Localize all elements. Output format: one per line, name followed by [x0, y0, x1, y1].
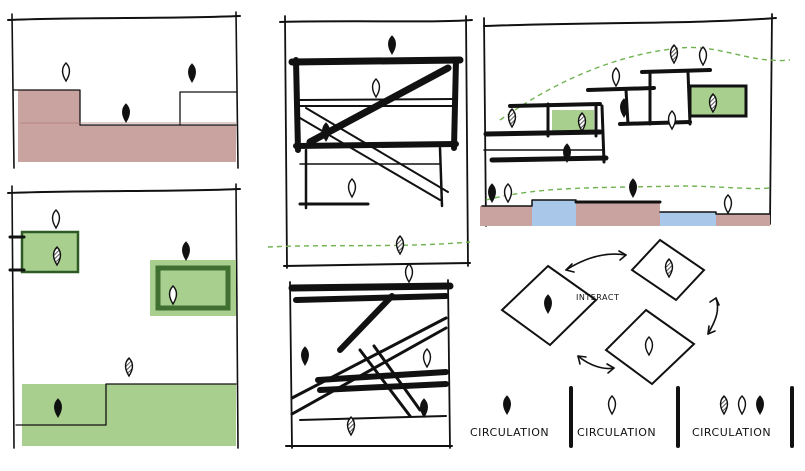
blue-block [532, 200, 576, 226]
legend-label: CIRCULATION [470, 426, 549, 439]
solid-figure-icon [122, 103, 130, 123]
outline-figure-icon [503, 183, 513, 203]
outline-figure-icon [723, 194, 733, 214]
solid-figure-icon [629, 178, 637, 198]
hatched-figure-icon [395, 235, 405, 255]
hatched-figure-icon [346, 416, 356, 436]
outline-figure-icon [371, 78, 381, 98]
legend: CIRCULATION CIRCULATION CIRCULATION [470, 386, 794, 448]
outline-figure-icon [347, 178, 357, 198]
outline-figure-icon [667, 110, 677, 130]
outline-figure-icon [422, 348, 432, 368]
outline-figure-icon [607, 395, 617, 415]
solid-figure-icon [301, 346, 309, 366]
brown-ground-high [18, 90, 80, 162]
solid-figure-icon [388, 35, 396, 55]
outline-figure-icon [611, 67, 621, 87]
hatched-figure-icon [507, 108, 517, 128]
panel-section-frame [279, 15, 473, 269]
interaction-arrow [565, 253, 627, 271]
legend-label: CIRCULATION [577, 426, 656, 439]
solid-figure-icon [182, 241, 190, 261]
panel-section-platforms [480, 13, 791, 227]
hatched-figure-icon [669, 44, 679, 64]
panel-section-diagonal [285, 279, 454, 449]
blue-block [660, 212, 716, 226]
dashed-ground-line [267, 241, 471, 248]
panel-section-stepped [7, 11, 241, 169]
solid-figure-icon [420, 398, 428, 418]
solid-figure-icon [188, 63, 196, 83]
legend-label: CIRCULATION [692, 426, 771, 439]
outline-figure-icon [51, 209, 61, 229]
outline-figure-icon [404, 263, 414, 283]
interaction-arrow [577, 355, 615, 370]
outline-figure-icon [737, 395, 747, 415]
solid-figure-icon [756, 395, 764, 415]
outline-figure-icon [61, 62, 71, 82]
interact-label: INTERACT [576, 293, 619, 302]
solid-figure-icon [503, 395, 511, 415]
outline-figure-icon [698, 46, 708, 66]
brown-ground-low [80, 125, 236, 162]
green-box-left [22, 232, 78, 272]
interact-diagram: INTERACT [500, 238, 720, 386]
hatched-figure-icon [124, 357, 134, 377]
panel-section-green [7, 183, 241, 449]
hatched-figure-icon [719, 395, 729, 415]
